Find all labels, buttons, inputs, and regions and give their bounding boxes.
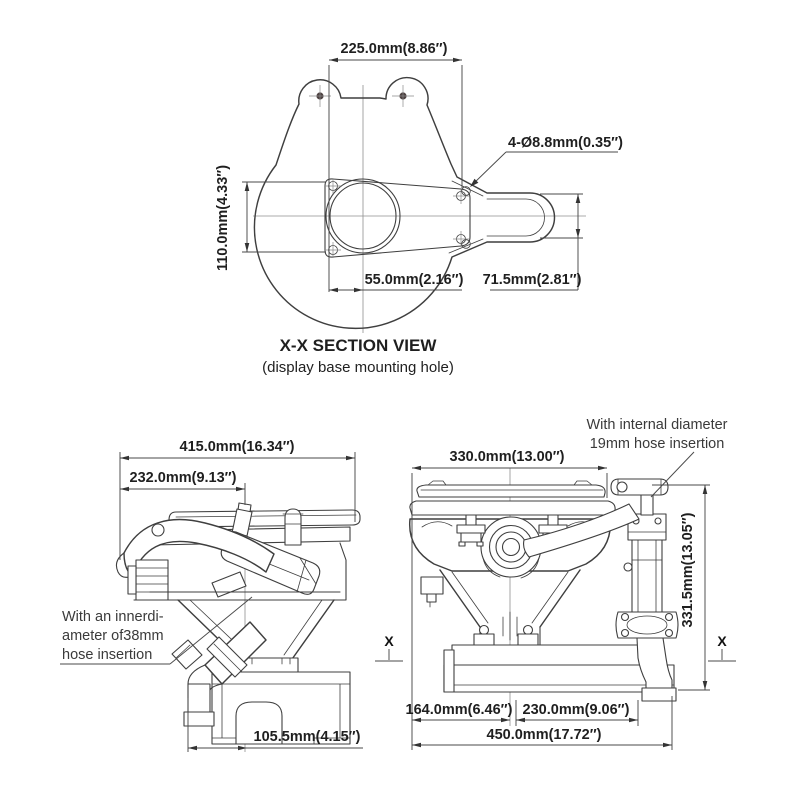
dim-seat-width-330: 330.0mm(13.00″) bbox=[411, 449, 608, 750]
dim-label-height-331: 331.5mm(13.05″) bbox=[680, 512, 696, 627]
section-view: 225.0mm(8.86″) 110.0mm(4.33″) 55.0mm(2.1… bbox=[215, 41, 623, 376]
flange-edges bbox=[448, 180, 484, 254]
front-note-line1: With internal diameter bbox=[586, 417, 727, 433]
plate-screw-holes bbox=[325, 178, 471, 258]
section-view-subcaption: (display base mounting hole) bbox=[262, 359, 454, 376]
dim-label-width-225: 225.0mm(8.86″) bbox=[341, 41, 448, 57]
mounting-plate bbox=[324, 178, 471, 258]
section-marker-right: X bbox=[708, 633, 736, 662]
dim-pump-height-71: 71.5mm(2.81″) bbox=[483, 193, 583, 291]
dim-label-seat-length: 232.0mm(9.13″) bbox=[130, 470, 237, 486]
side-note-line3: hose insertion bbox=[62, 647, 152, 663]
front-pump-assembly bbox=[523, 478, 679, 702]
dim-height-331: 331.5mm(13.05″) bbox=[652, 484, 710, 691]
front-funnel bbox=[439, 569, 581, 646]
dim-height-110: 110.0mm(4.33″) bbox=[215, 165, 326, 271]
side-inlet-box bbox=[127, 559, 169, 601]
dim-bottom-row: 164.0mm(6.46″) 230.0mm(9.06″) 450.0mm(17… bbox=[406, 696, 673, 750]
dim-width-225: 225.0mm(8.86″) bbox=[328, 41, 463, 292]
drain-inner-circle bbox=[329, 182, 397, 250]
front-flush-boss bbox=[480, 516, 542, 579]
dim-overall-length-415: 415.0mm(16.34″) bbox=[119, 439, 356, 560]
dim-label-overall-length: 415.0mm(16.34″) bbox=[180, 439, 295, 455]
dim-outlet-offset-105: 105.5mm(4.15″) bbox=[187, 698, 363, 752]
front-view: 330.0mm(13.00″) 331.5mm(13.05″) 164.0mm(… bbox=[375, 417, 736, 750]
dim-label-outlet-offset: 105.5mm(4.15″) bbox=[254, 729, 361, 745]
hole-callout-label: 4-Ø8.8mm(0.35″) bbox=[508, 135, 623, 151]
section-marker-left-label: X bbox=[384, 633, 394, 649]
dim-label-pump-height-71: 71.5mm(2.81″) bbox=[483, 272, 582, 288]
front-note-19mm: With internal diameter 19mm hose inserti… bbox=[586, 417, 728, 498]
dim-offset-55: 55.0mm(2.16″) bbox=[329, 272, 464, 293]
base-outline bbox=[253, 76, 556, 330]
callout-arrowhead bbox=[470, 178, 479, 187]
dim-label-left-164: 164.0mm(6.46″) bbox=[406, 702, 513, 718]
side-discharge-elbow bbox=[171, 621, 267, 727]
side-view: 415.0mm(16.34″) 232.0mm(9.13″) 105.5mm(4… bbox=[60, 439, 363, 752]
side-note-line1: With an innerdi- bbox=[62, 609, 164, 625]
section-marker-left: X bbox=[375, 633, 403, 662]
dim-seat-length-232: 232.0mm(9.13″) bbox=[120, 470, 246, 505]
drain-outer-circle bbox=[325, 178, 401, 254]
dim-label-right-230: 230.0mm(9.06″) bbox=[523, 702, 630, 718]
section-view-caption: X-X SECTION VIEW bbox=[280, 336, 438, 355]
side-note-line2: ameter of38mm bbox=[62, 628, 164, 644]
dim-label-height-110: 110.0mm(4.33″) bbox=[215, 165, 231, 271]
ear-mounting-holes bbox=[309, 85, 414, 107]
hole-callout: 4-Ø8.8mm(0.35″) bbox=[470, 135, 623, 187]
dim-label-offset-55: 55.0mm(2.16″) bbox=[365, 272, 464, 288]
dim-label-seat-width: 330.0mm(13.00″) bbox=[450, 449, 565, 465]
pump-barrel-inner bbox=[486, 198, 545, 237]
dim-label-overall-width-450: 450.0mm(17.72″) bbox=[487, 727, 602, 743]
front-note-line2: 19mm hose insertion bbox=[590, 436, 725, 452]
side-note-38mm: With an innerdi- ameter of38mm hose inse… bbox=[60, 596, 253, 665]
section-marker-right-label: X bbox=[717, 633, 727, 649]
